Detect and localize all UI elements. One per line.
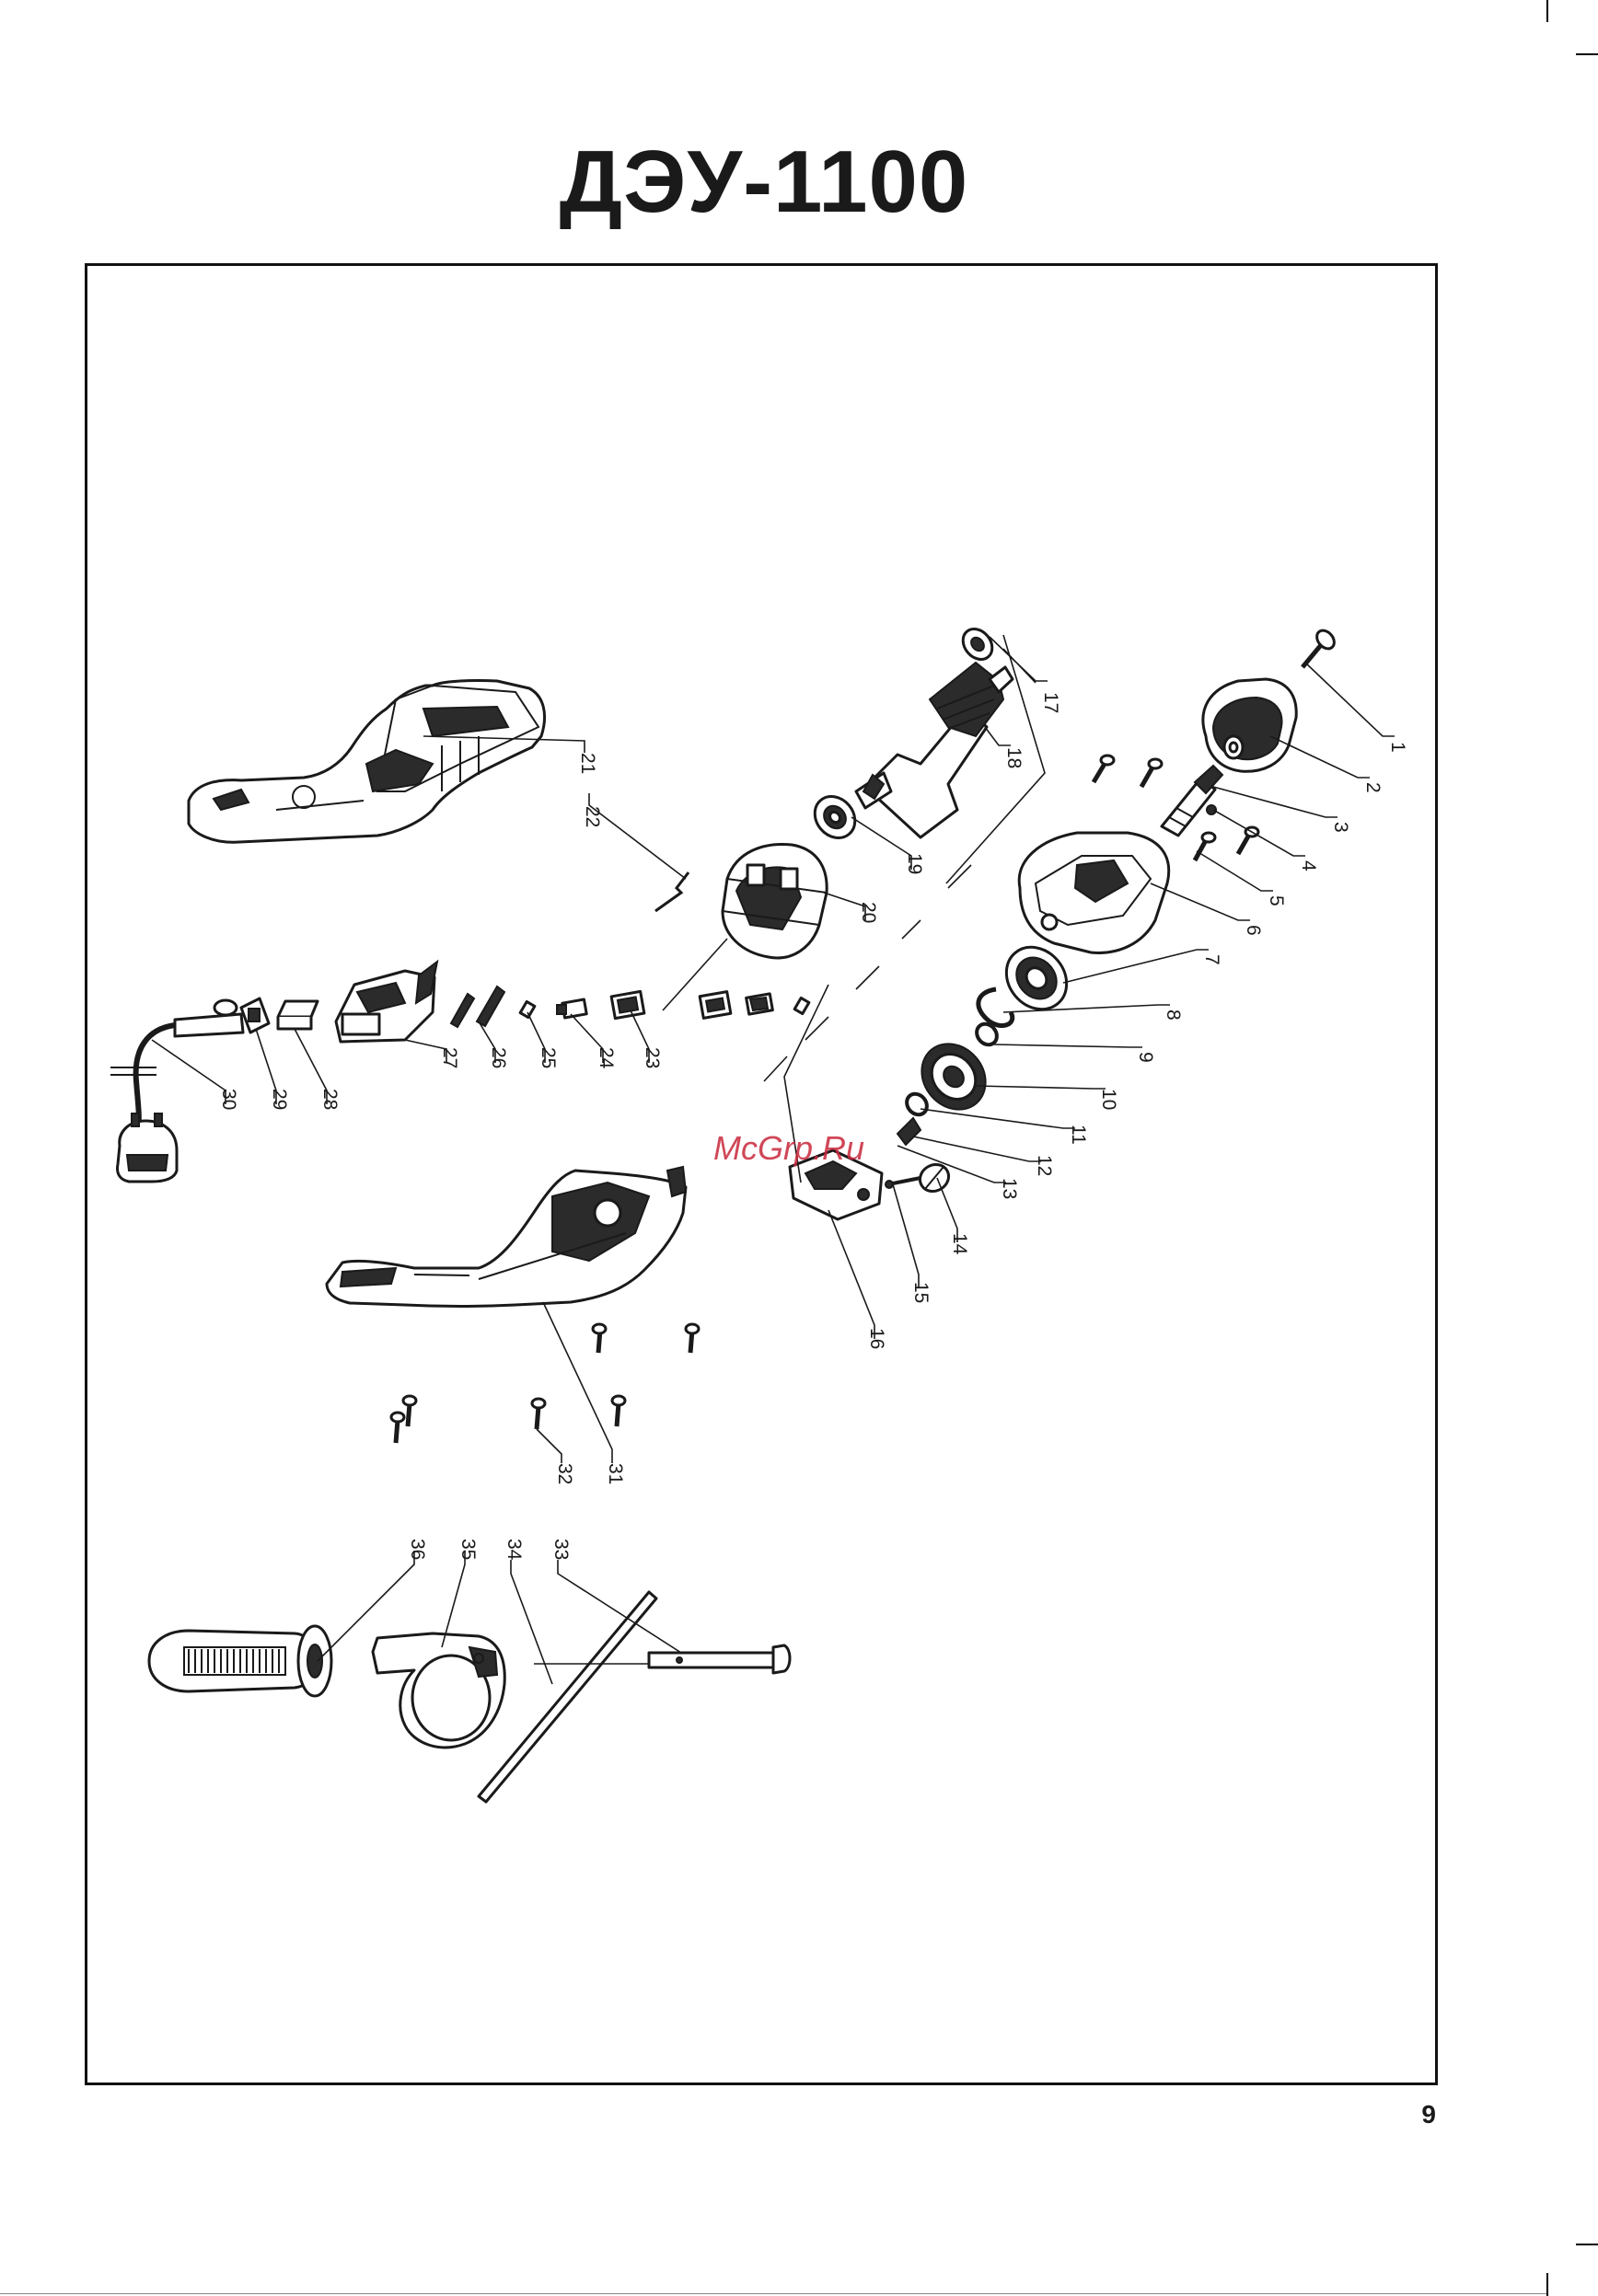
callout-25: 25 — [538, 1047, 559, 1068]
callout-15: 15 — [910, 1282, 932, 1303]
callout-10: 10 — [1098, 1089, 1119, 1110]
callout-7: 7 — [1201, 954, 1222, 965]
housing-top-part — [189, 680, 545, 842]
callout-17: 17 — [1040, 692, 1061, 713]
small-bearing-part — [957, 623, 999, 665]
spindle-part — [1162, 766, 1222, 836]
gear-housing-part — [1019, 833, 1168, 952]
callout-22: 22 — [582, 806, 603, 827]
callout-1: 1 — [1387, 742, 1408, 753]
housing-screws-part — [391, 1324, 699, 1443]
callout-13: 13 — [999, 1178, 1020, 1199]
keyless-chuck-part — [1203, 679, 1296, 771]
trigger-switch-part — [336, 962, 437, 1042]
brush-holder-23-part — [611, 991, 644, 1018]
callout-3: 3 — [1330, 822, 1351, 833]
callout-20: 20 — [858, 902, 879, 923]
callout-6: 6 — [1243, 925, 1264, 936]
armature-part — [856, 663, 1013, 837]
handle-bolt-part — [649, 1645, 790, 1673]
housing-bottom-part — [327, 1167, 686, 1307]
callout-36: 36 — [407, 1539, 428, 1560]
side-handle-grip-part — [149, 1626, 331, 1696]
strain-relief-part — [278, 1001, 318, 1029]
depth-stop-rod-part — [479, 1592, 656, 1802]
small-clip-part — [520, 1001, 535, 1017]
brush-holder-parts — [700, 992, 809, 1019]
callout-16: 16 — [866, 1328, 887, 1349]
callout-24: 24 — [596, 1047, 617, 1069]
pin-part — [886, 1178, 921, 1188]
watermark-text: McGrp.Ru — [713, 1129, 864, 1167]
page-number: 9 — [1399, 2100, 1436, 2129]
callout-21: 21 — [577, 753, 598, 774]
spacer-ring-part — [903, 1090, 932, 1118]
callout-35: 35 — [457, 1539, 479, 1560]
callout-27: 27 — [439, 1047, 460, 1068]
callout-31: 31 — [605, 1463, 626, 1484]
callout-26: 26 — [488, 1047, 509, 1068]
gearbox-bearing-part — [994, 935, 1079, 1021]
callout-33: 33 — [550, 1539, 572, 1560]
callout-19: 19 — [904, 853, 925, 874]
callout-30: 30 — [218, 1089, 239, 1110]
callout-18: 18 — [1003, 747, 1025, 768]
cord-clamp-part — [241, 998, 269, 1033]
callout-2: 2 — [1362, 782, 1384, 793]
spring-clip-part — [655, 872, 689, 911]
callout-32: 32 — [554, 1463, 575, 1484]
handle-clamp-part — [373, 1633, 504, 1748]
callout-5: 5 — [1266, 895, 1287, 906]
callout-4: 4 — [1298, 860, 1319, 871]
callout-29: 29 — [269, 1089, 290, 1110]
stator-part — [723, 844, 827, 957]
callout-11: 11 — [1068, 1125, 1089, 1145]
callout-28: 28 — [319, 1089, 341, 1110]
callout-8: 8 — [1163, 1010, 1184, 1021]
callout-9: 9 — [1135, 1052, 1156, 1063]
bearing-part — [806, 789, 863, 846]
callout-23: 23 — [642, 1047, 663, 1068]
callout-12: 12 — [1034, 1155, 1055, 1176]
spring-part — [897, 1118, 921, 1145]
callout-34: 34 — [504, 1539, 525, 1561]
callout-14: 14 — [949, 1233, 970, 1255]
chuck-screw-part — [1303, 627, 1337, 667]
retaining-ring-part — [978, 989, 1013, 1026]
capacitor-part — [451, 986, 504, 1027]
